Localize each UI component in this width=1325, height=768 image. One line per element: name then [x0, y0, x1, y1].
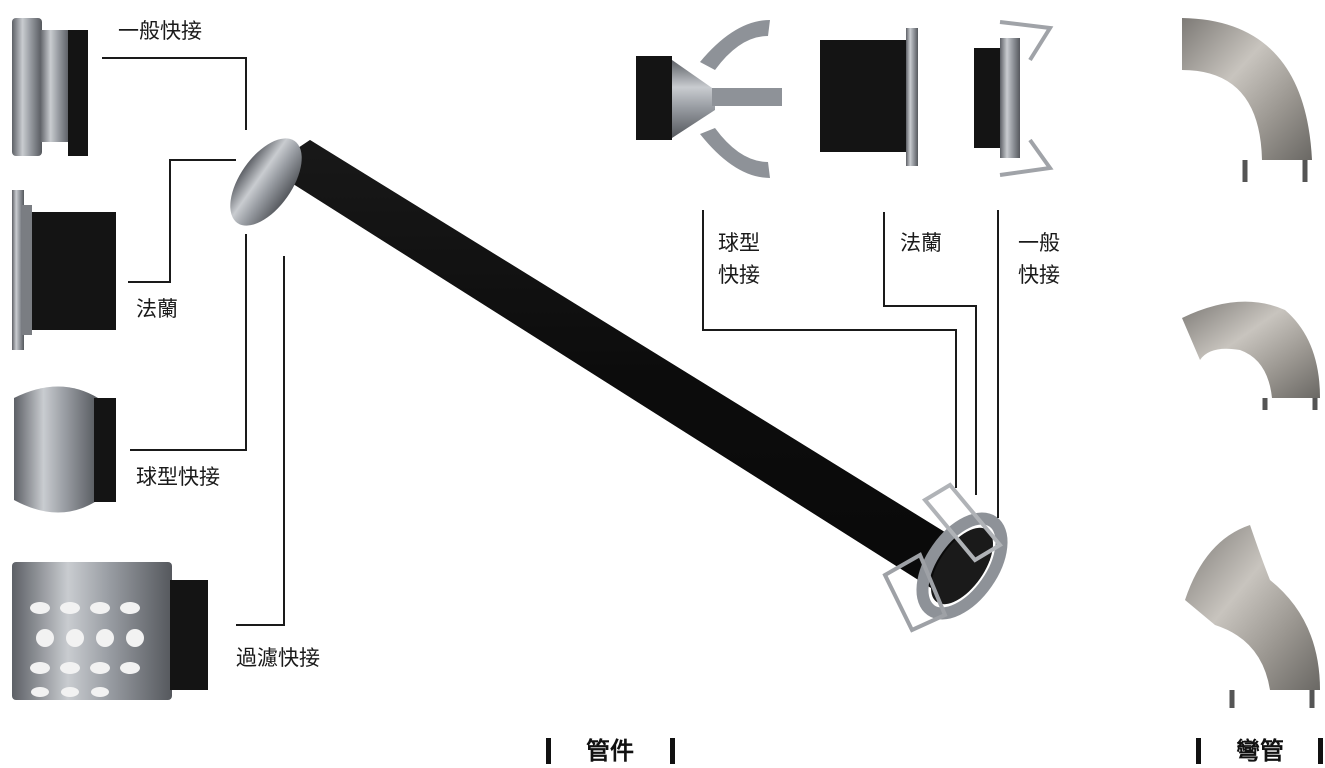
elbow-pipe-image-2: [1182, 301, 1320, 410]
leader-lines: [102, 57, 999, 626]
elbow-pipe-image-1: [1182, 18, 1312, 182]
label-general-top-line2: 快接: [1018, 263, 1060, 287]
caption-fittings: 管件: [586, 737, 634, 765]
label-filter-quick-connector: 過濾快接: [236, 646, 320, 670]
caption-bar-left: [546, 738, 551, 764]
flange-connector-top-image: [820, 28, 918, 166]
general-quick-connector-top-image: [974, 20, 1054, 177]
ball-quick-connector-top-image: [636, 20, 782, 178]
caption-elbow-bar-left: [1196, 738, 1201, 764]
label-ball-top-line2: 快接: [718, 263, 760, 287]
label-ball-quick-connector: 球型快接: [136, 465, 220, 489]
leader-ball-left: [130, 234, 247, 451]
elbow-pipe-image-3: [1185, 525, 1320, 708]
general-quick-connector-image: [12, 18, 88, 156]
leader-flange-left: [128, 159, 236, 283]
filter-connector-image: [12, 562, 208, 700]
label-flange: 法蘭: [136, 297, 178, 321]
caption-bar-right: [670, 738, 675, 764]
caption-elbow: 彎管: [1236, 737, 1284, 765]
ball-quick-connector-image: [14, 386, 116, 513]
flange-connector-image: [12, 190, 116, 350]
label-flange-top: 法蘭: [900, 231, 942, 255]
leader-flange-top: [883, 212, 977, 495]
label-ball-top-line1: 球型: [718, 231, 760, 255]
label-general-quick-connector: 一般快接: [118, 19, 202, 43]
main-hose-image: [230, 138, 1008, 633]
leader-ball-top: [702, 210, 957, 488]
leader-general-left: [102, 57, 247, 130]
leader-filter-left: [236, 256, 285, 626]
label-general-top-line1: 一般: [1018, 231, 1060, 255]
caption-elbow-bar-right: [1318, 738, 1323, 764]
